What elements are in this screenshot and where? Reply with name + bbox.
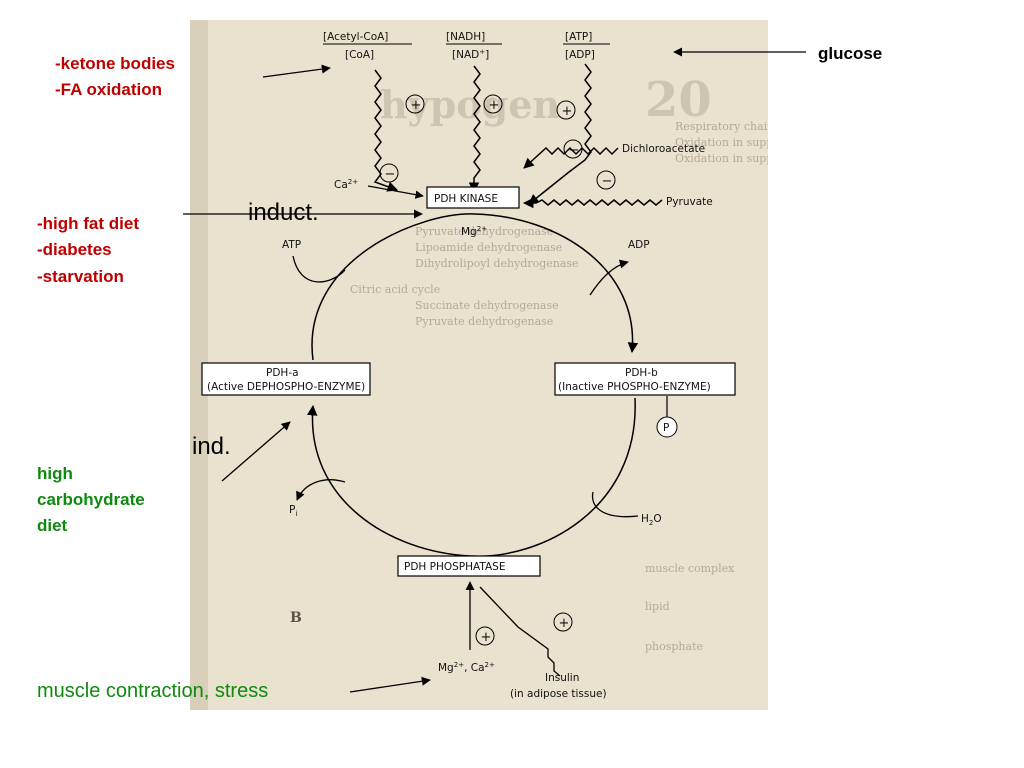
- plus-sign-icon: [483, 94, 503, 114]
- page-gutter: [190, 20, 208, 710]
- glucose-label: glucose: [818, 44, 883, 63]
- nad-label: [NAD+]: [452, 48, 489, 61]
- nadh-label: [NADH]: [446, 31, 485, 43]
- ghost-line: Oxidation in suppl: [675, 136, 768, 149]
- water-input-arrow: [591, 491, 639, 518]
- water-label: H2O: [641, 513, 662, 527]
- ghost-line: lipid: [645, 600, 670, 613]
- pdh-kinase-label: PDH KINASE: [434, 193, 498, 205]
- dichloroacetate-label: Dichloroacetate: [622, 143, 705, 155]
- plus-sign-icon: [405, 94, 425, 114]
- coa-label: [CoA]: [345, 49, 374, 61]
- muscle-stress-pointer-arrow: [349, 676, 431, 693]
- pdh-b-description: (Inactive PHOSPHO-ENZYME): [558, 381, 711, 393]
- ghost-line: Oxidation in suppl: [675, 152, 768, 165]
- plus-sign-icon: [556, 100, 576, 120]
- plus-sign-icon: [553, 612, 573, 632]
- adp-ratio-label: [ADP]: [565, 49, 595, 61]
- diet-label: diet: [37, 516, 68, 535]
- adp-output-arrow: [589, 259, 629, 296]
- atp-ratio-label: [ATP]: [565, 31, 592, 43]
- dephosphorylation-cycle-arrow: [306, 397, 636, 557]
- acetyl-coa-activation-arrow: [373, 69, 398, 192]
- ketone-bodies-label: -ketone bodies: [55, 54, 175, 73]
- pyruvate-label: Pyruvate: [666, 196, 713, 208]
- plus-glyph: +: [562, 104, 573, 119]
- nadh-activation-arrow: [468, 65, 481, 194]
- minus-sign-icon: [596, 170, 616, 190]
- induct-label: induct.: [248, 199, 319, 226]
- pyruvate-inhibition-arrow: [522, 197, 663, 209]
- plus-glyph: +: [481, 630, 492, 645]
- starvation-label: -starvation: [37, 267, 124, 286]
- insulin-site-label: (in adipose tissue): [510, 688, 607, 700]
- diabetes-label: -diabetes: [37, 240, 112, 259]
- ghost-heading: hypogen: [380, 82, 560, 127]
- ghost-line: Respiratory chain: [675, 120, 768, 133]
- ghost-line: B: [290, 610, 302, 626]
- minus-glyph: −: [385, 167, 396, 182]
- ghost-line: Pyruvate dehydrogenase: [415, 315, 554, 328]
- carbohydrate-label: carbohydrate: [37, 490, 145, 509]
- atp-activation-arrow: [528, 63, 592, 205]
- pdh-b-label: PDH-b: [625, 367, 658, 379]
- calcium-label: Ca2+: [334, 178, 358, 191]
- ghost-number: 20: [645, 72, 712, 128]
- atp-input-arrow: [292, 255, 346, 283]
- dichloroacetate-inhibition-arrow: [523, 146, 619, 169]
- atp-label: ATP: [282, 239, 301, 251]
- ghost-line: Lipoamide dehydrogenase: [415, 241, 563, 254]
- carbohydrate-induction-arrow: [221, 421, 291, 482]
- ghost-line: Citric acid cycle: [350, 283, 441, 296]
- pdh-phosphatase-box: [397, 555, 541, 577]
- pdh-a-box: [201, 362, 371, 396]
- minus-glyph: −: [602, 174, 613, 189]
- ghost-line: muscle complex: [645, 562, 735, 575]
- ketone-fa-pointer-arrow: [262, 64, 331, 78]
- ind-label: ind.: [192, 433, 231, 460]
- ghost-line: Dihydrolipoyl dehydrogenase: [415, 257, 579, 270]
- minus-sign-icon: [379, 163, 399, 183]
- adp-label: ADP: [628, 239, 650, 251]
- phosphate-label: P: [663, 422, 669, 434]
- phosphate-group-icon: [656, 416, 678, 438]
- insulin-label: Insulin: [545, 672, 579, 684]
- pdh-a-label: PDH-a: [266, 367, 299, 379]
- plus-glyph: +: [411, 98, 422, 113]
- plus-glyph: +: [559, 616, 570, 631]
- mg-ca-label: Mg2+, Ca2+: [438, 661, 495, 674]
- pdh-a-description: (Active DEPHOSPHO-ENZYME): [207, 381, 365, 393]
- phosphate-output-arrow: [296, 479, 346, 501]
- muscle-contraction-stress-label: muscle contraction, stress: [37, 680, 269, 702]
- fa-oxidation-label: -FA oxidation: [55, 80, 163, 99]
- pdh-phosphatase-label: PDH PHOSPHATASE: [404, 561, 505, 573]
- ghost-line: phosphate: [645, 640, 704, 653]
- minus-glyph: −: [569, 143, 580, 158]
- calcium-inhibition-arrow: [367, 185, 424, 199]
- pdh-b-box: [554, 362, 736, 396]
- pdh-kinase-box: [426, 186, 520, 209]
- inorganic-phosphate-label: Pi: [289, 504, 297, 518]
- ghost-line: Succinate dehydrogenase: [415, 299, 559, 312]
- high-fat-diet-label: -high fat diet: [37, 214, 139, 233]
- high-label: high: [37, 464, 73, 483]
- insulin-activation-arrow: [479, 586, 561, 677]
- magnesium-label: Mg2+: [461, 225, 487, 238]
- ghost-line: Pyruvate dehydrogenase: [415, 225, 554, 238]
- phosphorylation-cycle-arrow: [311, 213, 639, 361]
- plus-glyph: +: [489, 98, 500, 113]
- plus-sign-icon: [475, 626, 495, 646]
- acetyl-coa-label: [Acetyl-CoA]: [323, 31, 388, 43]
